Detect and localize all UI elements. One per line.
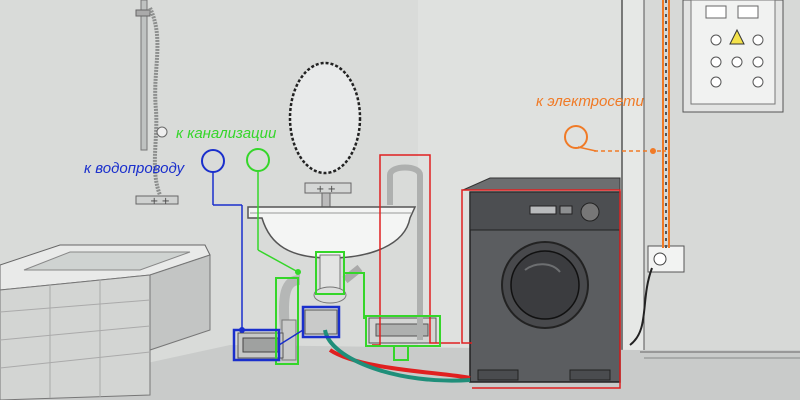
- bath-mixer: [135, 195, 179, 205]
- control-panel-buttons: [529, 205, 557, 215]
- sewer-label: к канализации: [176, 125, 277, 142]
- water-supply-label: к водопроводу: [84, 160, 185, 177]
- water-marker: [201, 149, 225, 173]
- shower-set: + +: [135, 0, 179, 207]
- power-cord: [629, 267, 653, 346]
- svg-text:+ +: + +: [150, 196, 170, 207]
- drain-hose-floor: [328, 348, 471, 380]
- bathtub: [0, 244, 211, 400]
- water-supply-lines: [201, 149, 341, 362]
- program-knob-icon: [580, 202, 600, 222]
- sewer-lines: [246, 148, 441, 365]
- mirror: [288, 61, 362, 175]
- electrical-panel: [682, 0, 784, 113]
- socket-icon: [653, 252, 667, 266]
- power-conduit: [564, 0, 670, 248]
- drain-hose: [387, 164, 423, 340]
- power-socket: [629, 245, 685, 346]
- washing-machine: [462, 177, 621, 383]
- power-marker: [564, 125, 588, 149]
- washer-outline-red: [461, 189, 621, 389]
- svg-text:+ +: + +: [316, 184, 336, 195]
- wall-corner: [622, 0, 644, 400]
- door-glass: [510, 250, 580, 320]
- warning-triangle-icon: [729, 28, 745, 45]
- shower-holder-icon: [156, 126, 168, 138]
- sewer-marker: [246, 148, 270, 172]
- washbasin: + +: [247, 182, 417, 259]
- power-label: к электросети: [536, 93, 644, 110]
- inlet-hose: [323, 329, 471, 383]
